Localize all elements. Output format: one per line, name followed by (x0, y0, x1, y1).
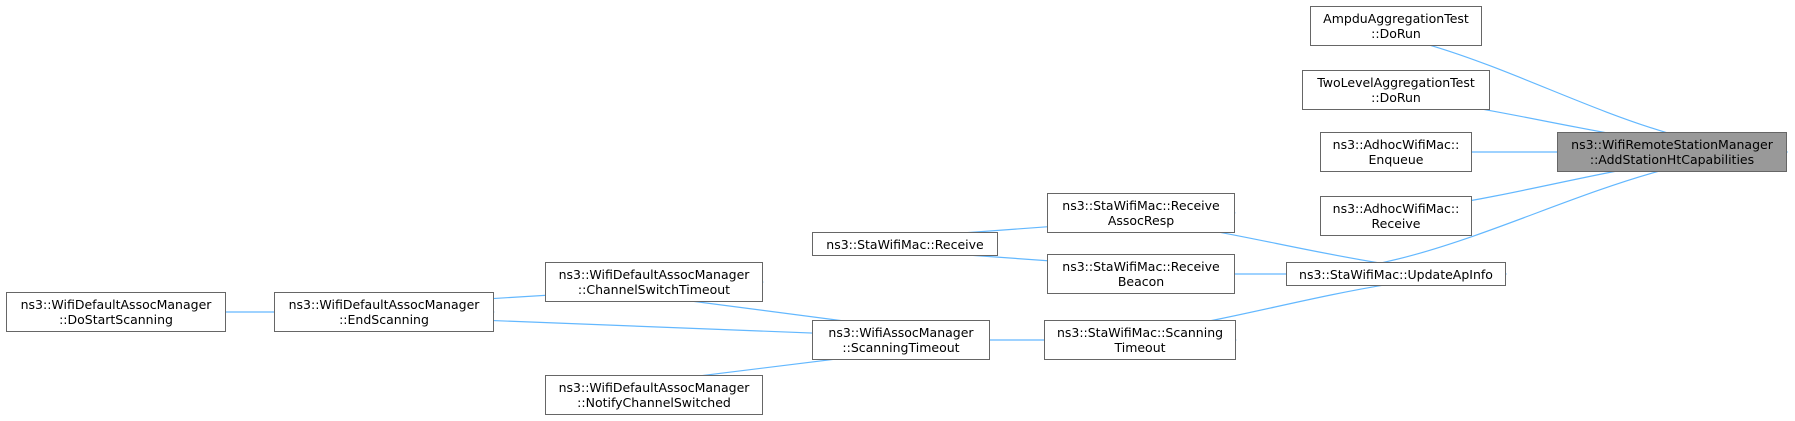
graph-node-label: ns3::AdhocWifiMac:: (1332, 201, 1460, 216)
graph-node-label: AssocResp (1107, 213, 1175, 228)
graph-node-label: ::EndScanning (339, 312, 429, 327)
graph-node-label: ::AddStationHtCapabilities (1589, 152, 1755, 167)
graph-node-label: ns3::StaWifiMac::Receive (1062, 198, 1220, 213)
graph-node-label: ns3::WifiDefaultAssocManager (558, 267, 750, 282)
graph-node-end-scan[interactable]: ns3::WifiDefaultAssocManager::EndScannin… (274, 292, 494, 332)
graph-node-wam-scan[interactable]: ns3::WifiAssocManager::ScanningTimeout (812, 320, 990, 360)
graph-node-label: Receive (1371, 216, 1421, 231)
graph-node-start-scan[interactable]: ns3::WifiDefaultAssocManager::DoStartSca… (6, 292, 226, 332)
graph-node-sta-receive[interactable]: ns3::StaWifiMac::Receive (812, 232, 998, 256)
graph-node-label: ns3::WifiAssocManager (828, 325, 974, 340)
graph-node-adhoc-enqueue[interactable]: ns3::AdhocWifiMac::Enqueue (1320, 132, 1472, 172)
graph-node-root: ns3::WifiRemoteStationManager::AddStatio… (1557, 132, 1787, 172)
graph-node-label: ns3::WifiDefaultAssocManager (20, 297, 212, 312)
graph-node-label: ns3::WifiDefaultAssocManager (288, 297, 480, 312)
graph-node-label: ns3::WifiRemoteStationManager (1571, 137, 1773, 152)
graph-node-label: ::DoRun (1371, 26, 1421, 41)
graph-node-label: ns3::StaWifiMac::Receive (1062, 259, 1220, 274)
graph-node-label: ::ScanningTimeout (842, 340, 960, 355)
graph-node-label: ::ChannelSwitchTimeout (577, 282, 731, 297)
graph-node-label: AmpduAggregationTest (1323, 11, 1469, 26)
graph-node-label: ns3::StaWifiMac::Receive (826, 236, 984, 252)
graph-node-label: Enqueue (1368, 152, 1424, 167)
graph-node-label: ns3::StaWifiMac::UpdateApInfo (1299, 266, 1493, 282)
graph-node-twolevel[interactable]: TwoLevelAggregationTest::DoRun (1302, 70, 1490, 110)
graph-node-label: ::DoRun (1371, 90, 1421, 105)
graph-node-label: Beacon (1117, 274, 1165, 289)
graph-node-label: ns3::AdhocWifiMac:: (1332, 137, 1460, 152)
graph-node-label: ::DoStartScanning (59, 312, 173, 327)
graph-node-chan-switch[interactable]: ns3::WifiDefaultAssocManager::ChannelSwi… (545, 262, 763, 302)
graph-node-label: ::NotifyChannelSwitched (577, 395, 731, 410)
graph-node-label: Timeout (1114, 340, 1166, 355)
graph-node-update-ap[interactable]: ns3::StaWifiMac::UpdateApInfo (1286, 262, 1506, 286)
graph-node-label: TwoLevelAggregationTest (1317, 75, 1475, 90)
graph-node-label: ns3::StaWifiMac::Scanning (1056, 325, 1224, 340)
graph-node-ampdu[interactable]: AmpduAggregationTest::DoRun (1310, 6, 1482, 46)
graph-node-notify-chan[interactable]: ns3::WifiDefaultAssocManager::NotifyChan… (545, 375, 763, 415)
graph-node-label: ns3::WifiDefaultAssocManager (558, 380, 750, 395)
graph-node-adhoc-receive[interactable]: ns3::AdhocWifiMac::Receive (1320, 196, 1472, 236)
